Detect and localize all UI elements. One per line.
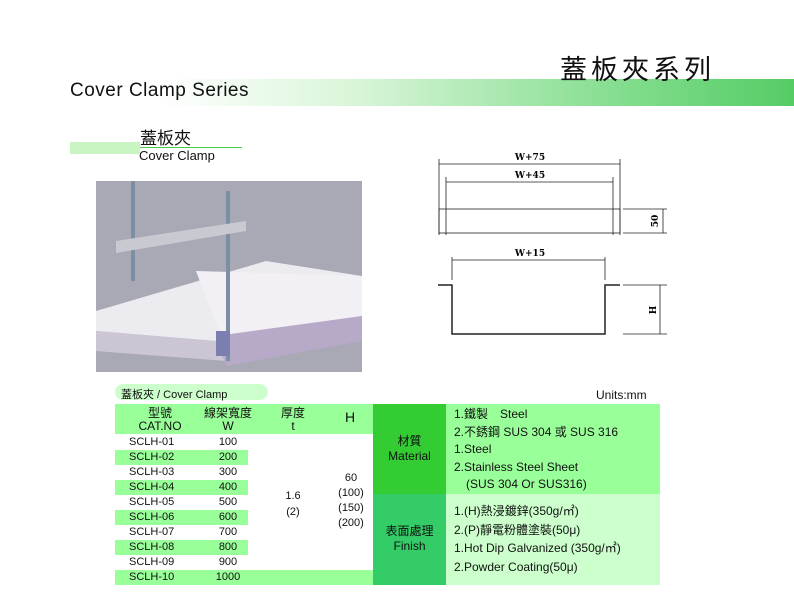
cat-no: SCLH-02 bbox=[129, 451, 175, 463]
dim-h: H bbox=[649, 305, 659, 314]
table-row: SCLH-09 900 bbox=[115, 555, 373, 570]
table-row: SCLH-03 300 bbox=[115, 465, 373, 480]
units-label: Units:mm bbox=[596, 388, 647, 402]
table-row: SCLH-10 1000 bbox=[115, 570, 373, 585]
finish-details: 1.(H)熱浸鍍鋅(350g/㎡) 2.(P)靜電粉體塗裝(50μ) 1.Hot… bbox=[446, 494, 660, 585]
finish-line: 1.Hot Dip Galvanized (350g/㎡) bbox=[454, 541, 621, 555]
product-name-en: Cover Clamp bbox=[139, 148, 215, 163]
dim-w75: W+75 bbox=[514, 153, 545, 163]
table-header bbox=[115, 404, 373, 434]
width-value: 800 bbox=[218, 541, 238, 553]
cat-no: SCLH-08 bbox=[129, 541, 175, 553]
cat-no: SCLH-06 bbox=[129, 511, 175, 523]
cat-no: SCLH-03 bbox=[129, 466, 175, 478]
cat-no: SCLH-04 bbox=[129, 481, 175, 493]
height-values: 60 (100) (150) (200) bbox=[333, 471, 369, 531]
subtitle-bar bbox=[70, 142, 140, 154]
width-value: 100 bbox=[218, 436, 238, 448]
table-row: SCLH-04 400 bbox=[115, 480, 373, 495]
header-band bbox=[0, 79, 794, 106]
cat-no: SCLH-01 bbox=[129, 436, 175, 448]
width-value: 700 bbox=[218, 526, 238, 538]
cat-no: SCLH-09 bbox=[129, 556, 175, 568]
header-w-en: W bbox=[222, 419, 234, 433]
thickness-values: 1.6(2) bbox=[277, 488, 309, 520]
t-value: 1.6 bbox=[285, 490, 301, 502]
product-photo bbox=[96, 181, 362, 372]
dim-w15: W+15 bbox=[514, 249, 545, 259]
table-caption: 蓋板夾 / Cover Clamp bbox=[115, 384, 268, 401]
header-w-cn: 線架寬度 bbox=[203, 406, 252, 420]
cat-no: SCLH-07 bbox=[129, 526, 175, 538]
h-value: 60 bbox=[344, 472, 358, 484]
width-value: 300 bbox=[218, 466, 238, 478]
table-row: SCLH-02 200 bbox=[115, 450, 373, 465]
h-value: (150) bbox=[338, 502, 364, 514]
width-value: 600 bbox=[218, 511, 238, 523]
header-t-cn: 厚度 bbox=[280, 406, 305, 420]
dim-w45: W+45 bbox=[514, 171, 545, 181]
material-details: 1.鐵製 Steel 2.不銹鋼 SUS 304 或 SUS 316 1.Ste… bbox=[446, 404, 660, 494]
width-value: 500 bbox=[218, 496, 238, 508]
width-value: 900 bbox=[218, 556, 238, 568]
h-value: (200) bbox=[338, 517, 364, 529]
table-row: SCLH-05 500 bbox=[115, 495, 373, 510]
table-row: SCLH-01 100 bbox=[115, 435, 373, 450]
material-line: 2.不銹鋼 SUS 304 或 SUS 316 bbox=[454, 424, 619, 439]
header-cat-cn: 型號 bbox=[147, 406, 172, 420]
finish-label-en: Finish bbox=[393, 539, 426, 553]
dim-50: 50 bbox=[651, 215, 661, 228]
page-title-en: Cover Clamp Series bbox=[70, 80, 249, 101]
material-line: 1.鐵製 Steel bbox=[454, 407, 528, 421]
page-title-cn: 蓋板夾系列 bbox=[560, 55, 715, 86]
material-line: 1.Steel bbox=[454, 442, 492, 456]
table-row: SCLH-08 800 bbox=[115, 540, 373, 555]
header-t-en: t bbox=[291, 419, 295, 433]
cat-no: SCLH-05 bbox=[129, 496, 175, 508]
header-h: H bbox=[344, 409, 356, 425]
h-value: (100) bbox=[338, 487, 364, 499]
finish-line: 1.(H)熱浸鍍鋅(350g/㎡) bbox=[454, 504, 579, 518]
cat-no: SCLH-10 bbox=[129, 571, 175, 583]
table-row: SCLH-06 600 bbox=[115, 510, 373, 525]
finish-line: 2.(P)靜電粉體塗裝(50μ) bbox=[454, 522, 581, 537]
width-value: 1000 bbox=[215, 571, 241, 583]
table-row: SCLH-07 700 bbox=[115, 525, 373, 540]
width-value: 400 bbox=[218, 481, 238, 493]
finish-label-cn: 表面處理 bbox=[385, 524, 434, 538]
material-label-en: Material bbox=[388, 449, 431, 463]
dimension-drawing: W+75 W+45 W+15 50 H bbox=[438, 153, 667, 335]
product-name-cn: 蓋板夾 bbox=[140, 129, 191, 148]
material-label-cn: 材質 bbox=[397, 434, 422, 448]
t-value: (2) bbox=[286, 506, 300, 518]
subtitle-line bbox=[140, 147, 242, 148]
width-value: 200 bbox=[218, 451, 238, 463]
material-line: 2.Stainless Steel Sheet bbox=[454, 459, 579, 474]
material-line: (SUS 304 Or SUS316) bbox=[454, 477, 587, 491]
finish-line: 2.Powder Coating(50μ) bbox=[454, 559, 578, 574]
header-cat-en: CAT.NO bbox=[138, 419, 182, 433]
